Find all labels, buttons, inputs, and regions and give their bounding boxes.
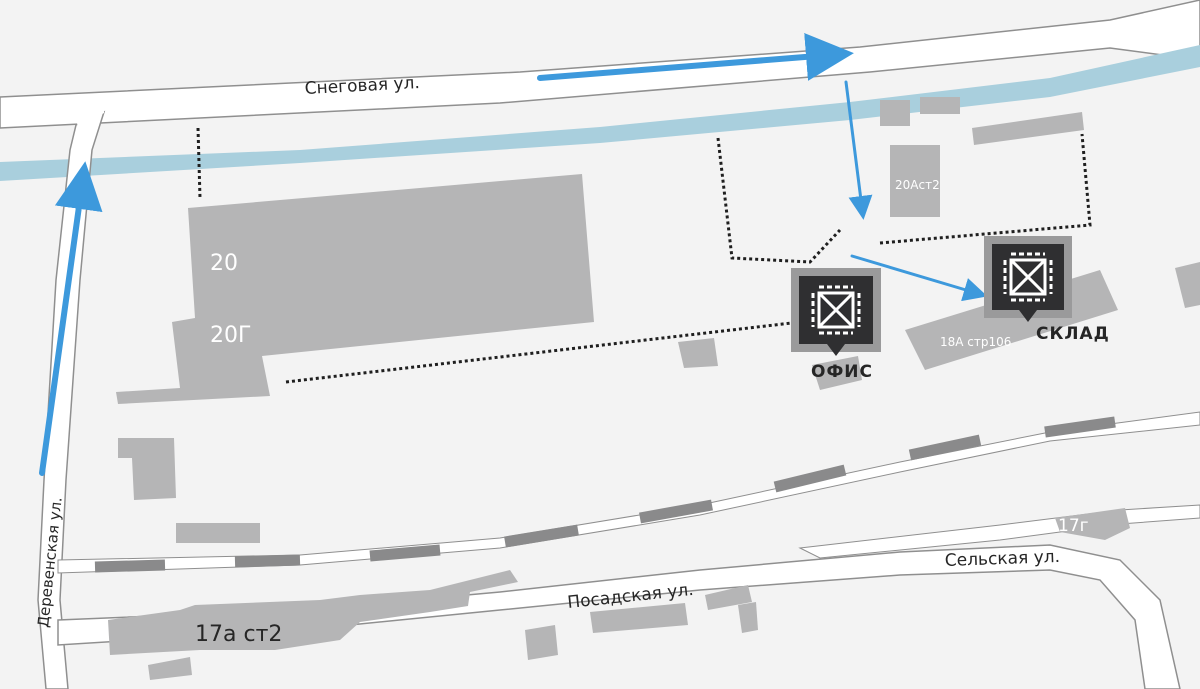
building-label-18a: 18А стр106 [940, 335, 1011, 349]
road-derevenskaya [37, 97, 106, 689]
building-label-17g: 17г [1058, 516, 1089, 536]
building-label-20: 20 [210, 251, 238, 276]
building-20 [116, 174, 594, 404]
route-arrows [39, 32, 988, 476]
marker-office-label: ОФИС [811, 362, 873, 382]
road-snegovaya [0, 0, 1200, 129]
marker-warehouse-label: СКЛАД [1036, 324, 1110, 344]
building-17g [1055, 508, 1130, 540]
warehouse-box-icon [811, 285, 861, 335]
marker-office[interactable]: ОФИС [791, 268, 881, 382]
route-arrow-south [844, 80, 873, 220]
building-20ast2 [890, 145, 940, 217]
building-label-17a: 17а ст2 [195, 622, 282, 647]
building-label-20g: 20Г [210, 323, 251, 348]
street-label-selskaya: Сельская ул. [944, 547, 1060, 571]
territory-boundary [196, 127, 1092, 384]
river [0, 45, 1200, 181]
route-arrow-north [39, 161, 103, 476]
warehouse-box-icon [1003, 252, 1053, 302]
route-arrow-warehouse [850, 254, 988, 302]
route-arrow-east [537, 32, 854, 81]
railway [57, 411, 1200, 574]
marker-warehouse[interactable]: СКЛАД [984, 236, 1110, 344]
building-17a [108, 570, 518, 655]
building-label-20ast2: 20Аст2 [895, 178, 940, 192]
